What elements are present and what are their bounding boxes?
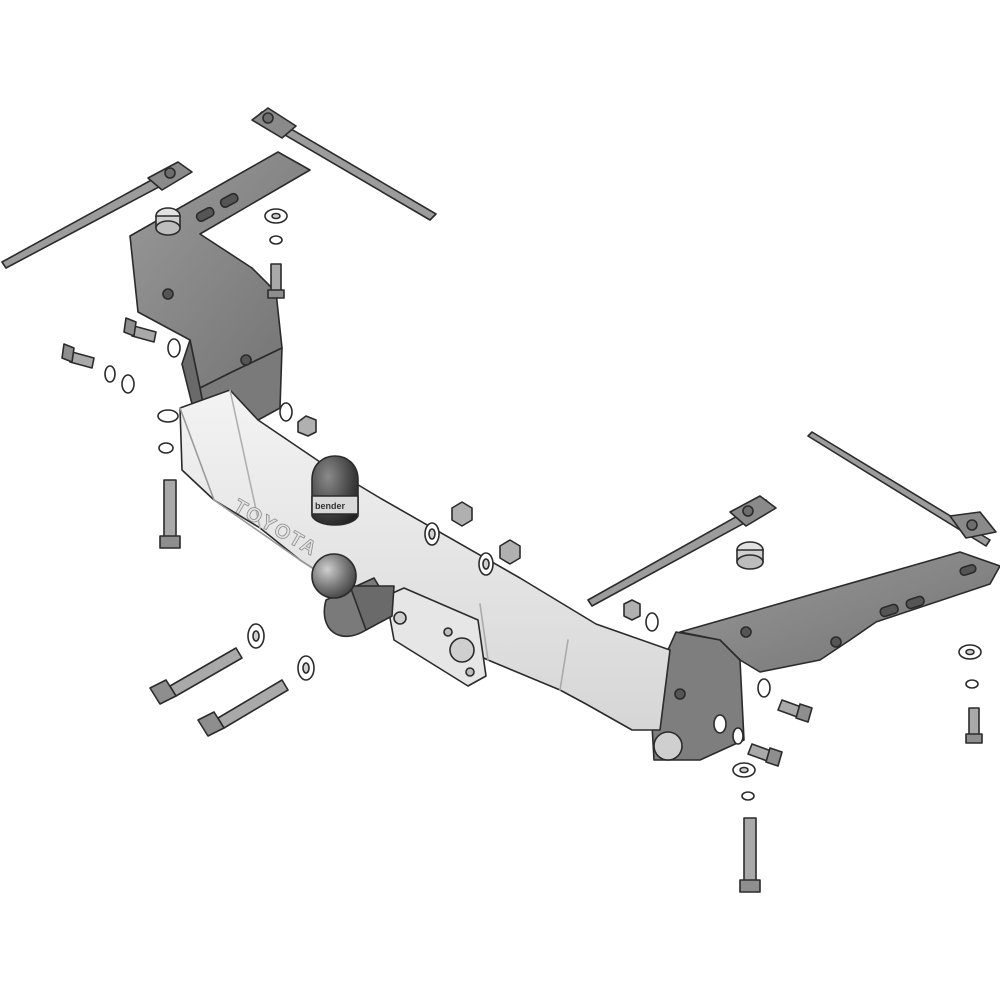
hitch-plate bbox=[385, 587, 487, 687]
upright-bolt-left-upper bbox=[267, 263, 285, 299]
tow-ball bbox=[311, 553, 357, 599]
washer bbox=[279, 402, 293, 422]
long-bolt-1 bbox=[149, 647, 243, 705]
mounting-strap-right-lower bbox=[587, 495, 777, 607]
cap-label-text: bender bbox=[315, 501, 346, 511]
upright-bolt-right-outer bbox=[965, 707, 983, 744]
washer bbox=[269, 235, 283, 245]
washer-hole bbox=[271, 212, 281, 220]
tow-ball-neck bbox=[323, 577, 395, 638]
nut-3 bbox=[297, 415, 317, 437]
washer bbox=[158, 442, 174, 454]
main-beam: TOYOTA bbox=[179, 389, 671, 731]
spacer-right bbox=[736, 541, 764, 570]
nut-2 bbox=[499, 539, 521, 565]
mounting-strap-right-upper bbox=[807, 431, 997, 547]
washer-hole bbox=[302, 662, 310, 674]
washer-hole bbox=[739, 766, 749, 774]
long-bolt-2 bbox=[197, 679, 289, 737]
washer-hole bbox=[965, 648, 975, 656]
washer bbox=[104, 365, 116, 383]
washer bbox=[157, 409, 179, 423]
washer bbox=[965, 679, 979, 689]
washer bbox=[645, 612, 659, 632]
washer bbox=[121, 374, 135, 394]
short-bolt-right-1 bbox=[777, 699, 813, 723]
short-bolt-left-2 bbox=[61, 343, 95, 369]
short-bolt-left-1 bbox=[123, 317, 157, 343]
nut-1 bbox=[451, 501, 473, 527]
mounting-strap-top-left bbox=[1, 161, 193, 269]
short-bolt-right-2 bbox=[747, 743, 783, 767]
ball-cover-cap: bender bbox=[311, 455, 359, 526]
spacer-left bbox=[155, 207, 181, 236]
washer bbox=[713, 714, 727, 734]
washer-hole bbox=[252, 630, 260, 642]
washer-hole bbox=[428, 528, 436, 540]
washer bbox=[732, 727, 744, 745]
mounting-strap-top-center bbox=[251, 107, 437, 221]
right-bracket bbox=[649, 551, 1000, 761]
washer bbox=[741, 791, 755, 801]
nut-4 bbox=[623, 599, 641, 621]
upright-bolt-left bbox=[159, 479, 181, 549]
washer bbox=[167, 338, 181, 358]
washer bbox=[757, 678, 771, 698]
upright-bolt-right bbox=[739, 817, 761, 893]
washer-hole bbox=[482, 558, 490, 570]
